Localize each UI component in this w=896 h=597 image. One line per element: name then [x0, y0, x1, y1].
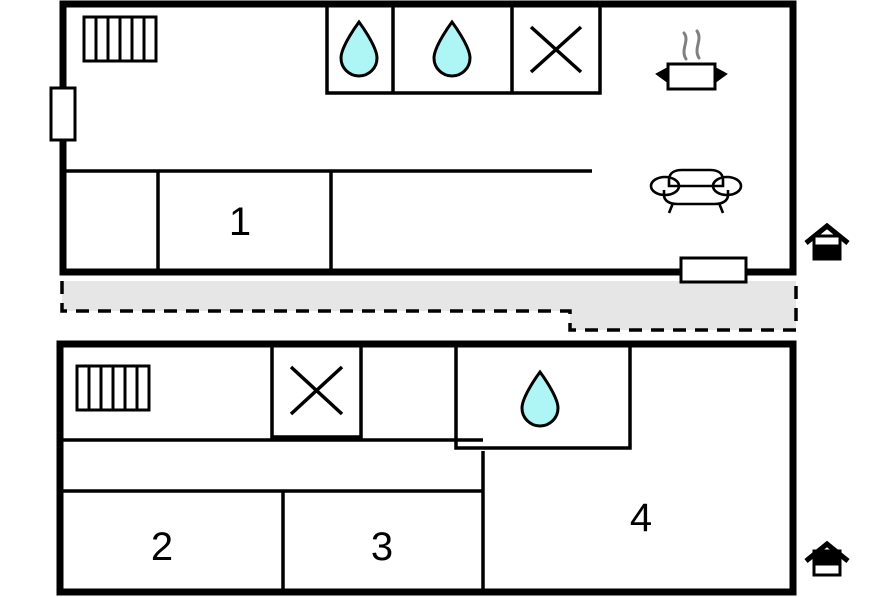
ground-floor-group: 2 3 4 [56, 340, 797, 596]
window-icon[interactable] [49, 86, 77, 142]
room-number-2: 2 [151, 525, 173, 569]
water-drop-icon [520, 369, 560, 428]
upper-top-band-outline [325, 6, 602, 95]
ground-bathroom-outline [454, 346, 632, 450]
room-number-4: 4 [630, 496, 652, 540]
door-icon[interactable] [679, 256, 748, 284]
cooking-pot-icon [655, 29, 728, 91]
sofa-icon [649, 168, 743, 214]
staircase-icon [82, 15, 158, 63]
upper-floor-outer-wall [59, 0, 797, 276]
cross-icon [529, 25, 583, 74]
water-drop-icon [432, 19, 472, 78]
ground-level-house-icon [804, 540, 850, 577]
upper-level-house-icon [804, 222, 850, 261]
room-number-3: 3 [371, 525, 393, 569]
ground-utility-room-outline [270, 346, 363, 439]
water-drop-icon [339, 19, 379, 78]
staircase-icon [75, 364, 151, 412]
ground-floor-outer-wall [56, 340, 797, 596]
room-number-1: 1 [229, 200, 251, 244]
cross-icon [289, 365, 344, 416]
terrace-fill [62, 281, 796, 330]
terrace-region [60, 281, 798, 332]
upper-floor-group: 1 [49, 0, 797, 284]
terrace-dashed-outline [60, 281, 798, 332]
